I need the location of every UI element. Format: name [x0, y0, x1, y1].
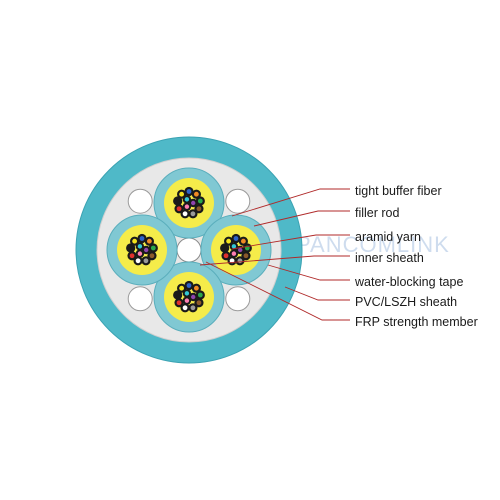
tight-buffer-fiber: [146, 238, 152, 244]
callout-group: tight buffer fiber filler rod aramid yarn i…: [199, 184, 478, 329]
tight-buffer-fiber: [184, 298, 190, 303]
filler-rod: [127, 286, 153, 312]
tight-buffer-fiber: [184, 291, 190, 296]
tight-buffer-fiber: [143, 258, 149, 264]
leader-line: [205, 261, 350, 321]
tight-buffer-fiber: [193, 285, 199, 291]
tight-buffer-fiber: [191, 294, 196, 300]
tight-buffer-fiber: [150, 245, 156, 251]
tight-buffer-fiber: [240, 238, 246, 244]
tight-buffer-fiber: [176, 300, 182, 306]
tight-buffer-fiber: [176, 206, 182, 212]
cable-body: [75, 136, 303, 364]
tight-buffer-fiber: [231, 251, 237, 256]
callout-label: water-blocking tape: [354, 275, 463, 289]
tight-buffer-fiber: [238, 247, 243, 253]
filler-rod: [225, 286, 251, 312]
tight-buffer-fiber: [135, 258, 141, 264]
tight-buffer-fiber: [175, 292, 181, 298]
outer-sheath-edge: [75, 136, 303, 364]
callout-label: aramid yarn: [355, 230, 421, 244]
tight-buffer-fiber: [226, 238, 232, 244]
tight-buffer-fiber: [222, 245, 228, 251]
leader-line: [199, 255, 350, 266]
leader-line: [231, 234, 350, 250]
filler-rod: [127, 188, 153, 214]
tight-buffer-fiber: [179, 191, 185, 197]
tight-buffer-fiber: [197, 198, 203, 204]
leader-line: [284, 286, 350, 301]
callout-label: filler rod: [355, 206, 400, 220]
tight-buffer-fiber: [182, 305, 188, 311]
tight-buffer-fiber: [184, 204, 190, 209]
tight-buffer-fiber: [128, 245, 134, 251]
leader-line: [253, 210, 350, 227]
tight-buffer-fiber: [231, 244, 237, 249]
tight-buffer-fiber: [186, 189, 192, 194]
tight-buffer-fiber: [223, 253, 229, 259]
tight-buffer-fiber: [129, 253, 135, 259]
frp-strength-member: [176, 237, 202, 263]
tight-buffer-fiber: [184, 197, 190, 202]
tight-buffer-fiber: [237, 258, 243, 264]
tight-buffer-fiber: [139, 236, 145, 241]
tight-buffer-fiber: [132, 238, 138, 244]
callout-label: inner sheath: [355, 251, 424, 265]
tight-buffer-fiber: [190, 305, 196, 311]
callout-label: PVC/LSZH sheath: [355, 295, 457, 309]
filler-rod: [225, 188, 251, 214]
watermark-text: PANCOMLINK: [296, 232, 450, 257]
tight-buffer-fiber: [243, 253, 249, 259]
tight-buffer-fiber: [193, 191, 199, 197]
tight-buffer-fiber: [144, 247, 149, 253]
callout-label: FRP strength member: [355, 315, 478, 329]
tight-buffer-fiber: [191, 200, 196, 206]
tight-buffer-fiber: [149, 253, 155, 259]
tight-buffer-fiber: [190, 211, 196, 217]
tight-buffer-fiber: [196, 300, 202, 306]
tight-buffer-fiber: [186, 283, 192, 288]
tight-buffer-fiber: [182, 211, 188, 217]
tight-buffer-fiber: [233, 236, 239, 241]
leader-line: [231, 188, 350, 217]
tight-buffer-fiber: [137, 244, 143, 249]
tight-buffer-fiber: [175, 198, 181, 204]
callout-label: tight buffer fiber: [355, 184, 442, 198]
leader-line: [267, 264, 350, 281]
tight-buffer-fiber: [179, 285, 185, 291]
tight-buffer-fiber: [197, 292, 203, 298]
tight-buffer-fiber: [196, 206, 202, 212]
tight-buffer-fiber: [137, 251, 143, 256]
